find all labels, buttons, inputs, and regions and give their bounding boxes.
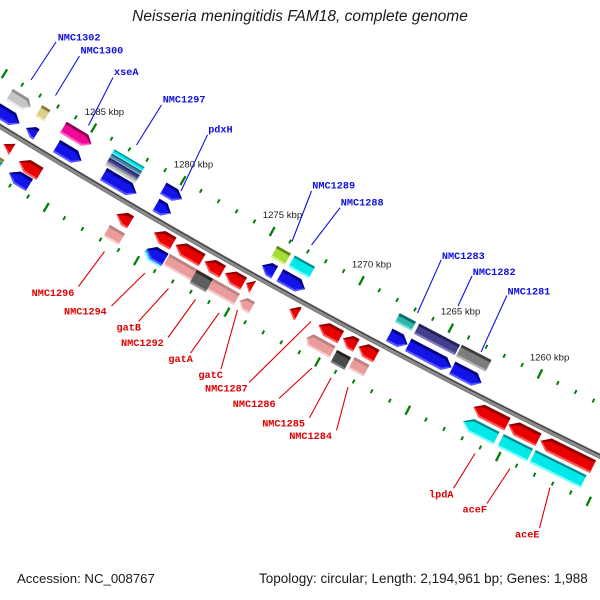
svg-text:NMC1284: NMC1284 [289,432,332,443]
svg-text:gatA: gatA [168,355,193,366]
svg-text:gatC: gatC [198,371,222,382]
svg-text:NMC1283: NMC1283 [442,252,485,263]
svg-text:NMC1302: NMC1302 [58,33,101,44]
svg-text:pdxH: pdxH [208,124,232,136]
svg-text:NMC1294: NMC1294 [64,308,107,319]
svg-text:NMC1292: NMC1292 [121,339,164,350]
svg-text:1260 kbp: 1260 kbp [530,352,569,363]
svg-text:NMC1296: NMC1296 [32,289,75,300]
svg-text:1265 kbp: 1265 kbp [441,307,480,318]
svg-text:1285 kbp: 1285 kbp [85,107,124,118]
svg-text:lpdA: lpdA [429,489,454,501]
svg-text:NMC1285: NMC1285 [262,419,305,430]
svg-text:Topology: circular; Length: 2,: Topology: circular; Length: 2,194,961 bp… [259,571,588,586]
svg-text:1270 kbp: 1270 kbp [352,259,391,270]
svg-text:NMC1282: NMC1282 [473,268,516,279]
svg-text:NMC1289: NMC1289 [312,182,355,193]
svg-text:Accession: NC_008767: Accession: NC_008767 [17,571,155,586]
svg-text:Neisseria meningitidis FAM18,: Neisseria meningitidis FAM18, complete g… [132,8,468,25]
svg-text:NMC1288: NMC1288 [341,199,384,210]
svg-text:NMC1287: NMC1287 [205,385,248,396]
svg-text:NMC1281: NMC1281 [508,288,551,299]
svg-text:aceF: aceF [463,505,487,516]
svg-text:NMC1286: NMC1286 [233,400,276,411]
svg-text:1275 kbp: 1275 kbp [263,210,302,221]
svg-text:xseA: xseA [114,68,139,79]
svg-text:NMC1300: NMC1300 [81,47,124,58]
svg-text:aceE: aceE [515,530,539,541]
svg-text:gatB: gatB [117,323,141,334]
svg-text:NMC1297: NMC1297 [163,96,206,107]
